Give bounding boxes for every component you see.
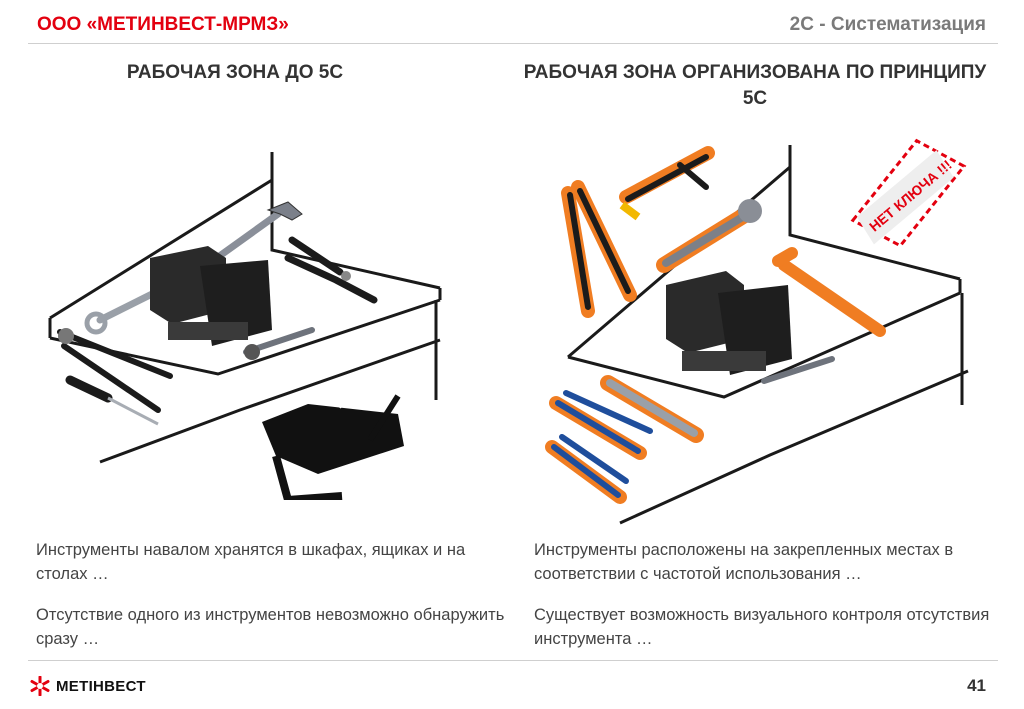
bolt-cutter-icon <box>561 180 637 318</box>
right-description-2: Существует возможность визуального контр… <box>534 606 990 648</box>
left-description-1: Инструменты навалом хранятся в шкафах, я… <box>36 541 466 583</box>
right-column-title: РАБОЧАЯ ЗОНА ОРГАНИЗОВАНА ПО ПРИНЦИПУ 5С <box>523 62 987 109</box>
left-description-2: Отсутствие одного из инструментов невозм… <box>36 606 505 648</box>
snowflake-logo-icon <box>30 676 50 696</box>
right-description-1: Инструменты расположены на закрепленных … <box>534 541 954 583</box>
missing-key-tag: НЕТ КЛЮЧА !!! <box>850 138 967 248</box>
screwdriver-icon <box>65 375 159 426</box>
page-number: 41 <box>967 676 986 695</box>
bench-vise-icon <box>666 271 835 384</box>
brand-wordmark: МЕТІНВЕСТ <box>56 677 146 695</box>
left-column-title: РАБОЧАЯ ЗОНА ДО 5С <box>126 62 344 83</box>
bolt-cutter-icon <box>57 328 173 413</box>
clamp-icon <box>619 146 715 221</box>
cluttered-workbench-illustration <box>48 152 442 500</box>
blue-pliers-icon <box>545 434 629 504</box>
adjustable-wrench-icon <box>656 199 762 273</box>
blue-pliers-icon <box>549 390 653 460</box>
pliers-icon <box>284 236 378 304</box>
metinvest-logo: МЕТІНВЕСТ <box>30 675 146 697</box>
combination-wrench-icon <box>600 375 704 443</box>
footer-divider <box>28 660 998 661</box>
bench-vise-icon <box>150 246 315 360</box>
toolbox-icon <box>262 386 404 500</box>
organised-workbench-illustration: НЕТ КЛЮЧА !!! <box>545 138 969 525</box>
section-title: 2С - Систематизация <box>789 14 986 35</box>
company-title: ООО «МЕТИНВЕСТ-МРМЗ» <box>37 14 289 35</box>
header-divider <box>28 43 998 44</box>
pipe-wrench-shadow-icon <box>772 247 886 337</box>
